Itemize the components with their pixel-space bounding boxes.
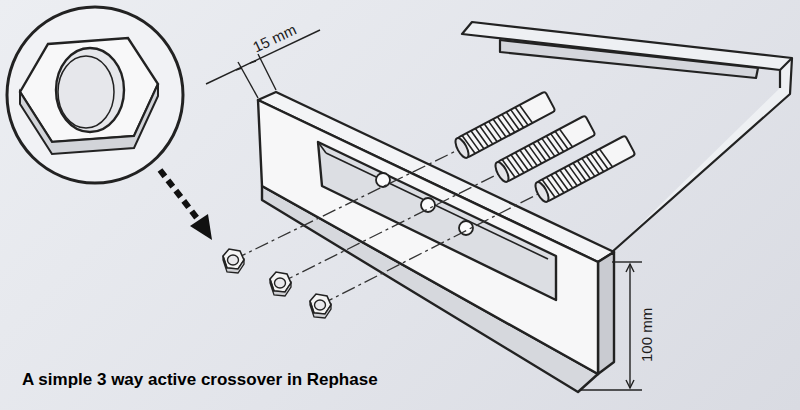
drawing-line bbox=[160, 170, 200, 222]
caption: A simple 3 way active crossover in Repha… bbox=[22, 369, 378, 390]
drawing-line bbox=[580, 389, 642, 390]
pointer-arrow bbox=[160, 170, 212, 240]
drawing-line bbox=[598, 252, 614, 374]
center-line bbox=[233, 148, 542, 305]
drawing-line bbox=[320, 192, 542, 305]
drawing-line bbox=[223, 249, 244, 273]
drawing-line bbox=[612, 261, 642, 262]
detail-magnifier bbox=[7, 7, 183, 183]
drawing-line bbox=[58, 56, 114, 128]
drawing-line bbox=[280, 172, 502, 283]
drawing-line bbox=[626, 264, 634, 388]
drawing-line bbox=[500, 40, 758, 78]
drawing-line bbox=[270, 272, 291, 296]
drawing-line bbox=[56, 48, 124, 132]
drawing-line bbox=[318, 142, 326, 153]
dimension-label: 100 mm bbox=[638, 308, 656, 362]
drawing-line bbox=[7, 7, 183, 183]
drawing-line bbox=[780, 58, 792, 70]
drawing-line bbox=[629, 264, 630, 388]
drawing-line bbox=[533, 135, 636, 203]
dimension-line bbox=[206, 30, 642, 390]
drawing-line bbox=[233, 148, 462, 260]
drawing-line bbox=[236, 61, 256, 70]
drawing-line bbox=[376, 173, 390, 187]
drawing-line bbox=[190, 214, 212, 240]
drawing-line bbox=[310, 294, 331, 318]
slotted-plate bbox=[258, 92, 614, 392]
drawing-line bbox=[258, 54, 276, 90]
drawing-line bbox=[421, 198, 435, 212]
drawing-line bbox=[258, 100, 598, 374]
